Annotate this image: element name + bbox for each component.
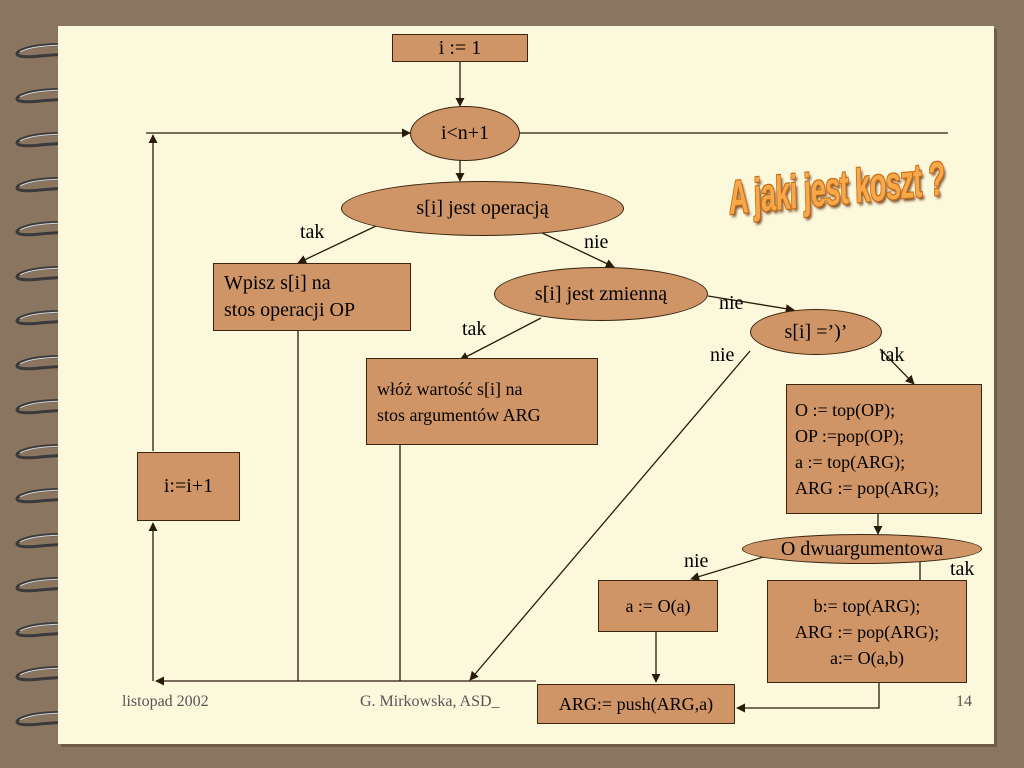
flowchart-connectors <box>146 61 948 713</box>
node-binary-block: b:= top(ARG); ARG := pop(ARG); a:= O(a,b… <box>767 580 967 683</box>
edge-var-no <box>707 295 795 314</box>
node-pop-block: O := top(OP); OP :=pop(OP); a := top(ARG… <box>786 384 982 514</box>
node-is-operation: s[i] jest operacją <box>341 181 624 236</box>
node-is-variable: s[i] jest zmienną <box>494 267 708 321</box>
edge-paren-yes <box>879 348 915 385</box>
node-is-close-paren: s[i] =’)’ <box>750 309 882 355</box>
node-init: i := 1 <box>392 34 528 62</box>
edge-paren-no <box>469 350 751 681</box>
label-binary-yes: tak <box>950 558 975 580</box>
edge-var-yes <box>459 317 542 361</box>
footer-page-number: 14 <box>956 693 972 710</box>
label-op-yes: tak <box>300 221 325 243</box>
edge-op-no <box>537 230 615 268</box>
slide: A jaki jest koszt ? i := 1 i<n+1 s[i] je… <box>58 26 994 744</box>
label-paren-yes: tak <box>880 344 905 366</box>
edge-op-yes <box>297 225 377 264</box>
label-op-no: nie <box>584 231 609 253</box>
node-push-argument: włóż wartość s[i] na stos argumentów ARG <box>366 358 598 445</box>
label-var-no: nie <box>719 292 744 314</box>
edge-binary-result <box>736 683 880 713</box>
node-loop-condition: i<n+1 <box>410 106 520 161</box>
node-push-operator: Wpisz s[i] na stos operacji OP <box>213 263 411 331</box>
label-binary-no: nie <box>684 550 709 572</box>
node-push-result: ARG:= push(ARG,a) <box>537 684 735 724</box>
label-paren-no: nie <box>710 344 735 366</box>
footer-author: G. Mirkowska, ASD_ <box>360 693 500 710</box>
node-increment: i:=i+1 <box>137 452 240 521</box>
footer-date: listopad 2002 <box>122 693 209 710</box>
edge-binary-no <box>690 554 771 581</box>
node-unary-apply: a := O(a) <box>598 580 718 632</box>
label-var-yes: tak <box>462 318 487 340</box>
node-is-binary: O dwuargumentowa <box>742 534 982 564</box>
